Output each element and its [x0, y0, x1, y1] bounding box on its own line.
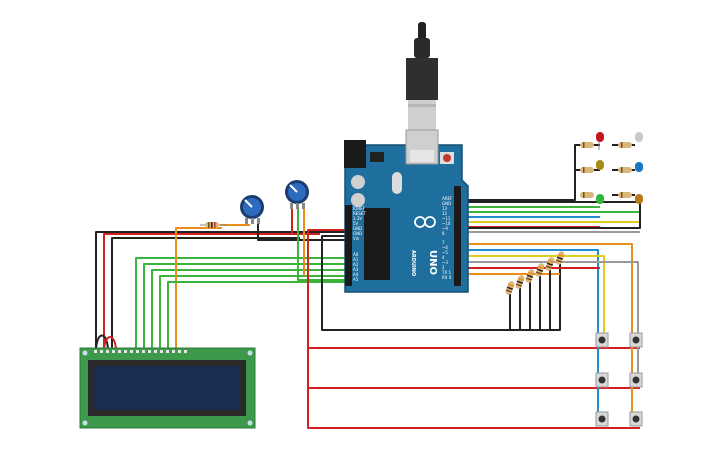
wire-pot1-black — [257, 222, 345, 241]
pin-label: ~5 — [442, 250, 448, 255]
pin-label: A1 — [353, 257, 359, 262]
pin-label: RESET — [353, 211, 366, 216]
pin-label: IOREF — [353, 206, 366, 211]
pin-label: AREF — [442, 196, 453, 201]
pin-label: ~11 — [442, 216, 451, 221]
wire-lcd-green-1 — [135, 257, 345, 352]
led-green — [596, 194, 604, 204]
wire-lcd-green-5 — [167, 281, 345, 352]
wire-lcd-black-2 — [111, 237, 300, 352]
pin-label: A4 — [353, 272, 359, 277]
wire-red-rail-1 — [307, 229, 640, 349]
arduino-uno-board[interactable]: ARDUINO UNO AREF GND 13 12 ~11 ~10 ~9 8 … — [344, 129, 469, 293]
wire-btn-orange-1 — [458, 243, 633, 420]
lcd-module[interactable] — [79, 347, 256, 429]
pin-label: TX 1 — [441, 270, 451, 275]
pin-label: A2 — [353, 262, 359, 267]
wire-lcd-green-3 — [151, 269, 345, 352]
wire-pot2-green — [297, 208, 345, 281]
arduino-logo-icon — [414, 216, 436, 228]
wire-d13 — [458, 201, 641, 206]
led-orange — [635, 194, 643, 204]
pin-label: 7 — [442, 240, 445, 245]
board-brand: ARDUINO — [410, 250, 416, 276]
pin-label: GND — [353, 226, 362, 231]
pin-label: ~6 — [442, 245, 448, 250]
wire-lcd-green-4 — [159, 275, 345, 352]
led-yellow — [596, 160, 604, 170]
led-bank — [580, 132, 643, 204]
pin-label: Vin — [353, 236, 360, 241]
pin-label: A0 — [353, 252, 359, 257]
pin-label: 2 — [442, 265, 445, 270]
wire-red-rail-3 — [307, 388, 640, 429]
board-name: UNO — [427, 250, 438, 275]
wire-led-black-top — [460, 144, 600, 201]
pin-label: 8 — [442, 231, 445, 236]
pin-label: 13 — [442, 206, 448, 211]
pin-label: ~3 — [442, 260, 448, 265]
wire-ground-loop — [321, 235, 561, 331]
led-blue — [635, 162, 643, 172]
pin-label: A5 — [353, 277, 359, 282]
push-button[interactable] — [629, 332, 643, 348]
lcd-header-pins — [94, 350, 187, 353]
resistor-ladder-4 — [535, 263, 545, 277]
wire-led-black-end — [458, 206, 641, 229]
potentiometer-2[interactable] — [285, 180, 309, 209]
resistor-ladder-2 — [515, 275, 525, 289]
wire-lcd-loop-1 — [95, 334, 109, 353]
resistor-ladder-6 — [555, 251, 565, 265]
pin-labels-right: AREF GND 13 12 ~11 ~10 ~9 8 7 ~6 ~5 4 ~3… — [441, 196, 453, 280]
pin-label: GND — [353, 231, 362, 236]
led-white — [635, 132, 643, 142]
pin-label: ~9 — [442, 226, 448, 231]
pin-label: 5V — [353, 221, 359, 226]
push-button[interactable] — [595, 332, 609, 348]
wire-lcd-red-1 — [103, 233, 320, 352]
wire-lcd-green-2 — [143, 263, 345, 352]
pin-label: A3 — [353, 267, 359, 272]
push-button[interactable] — [595, 411, 609, 427]
pin-label: 3.3V — [353, 216, 362, 221]
potentiometer-1[interactable] — [240, 195, 264, 224]
wire-btn-yellow — [458, 255, 605, 340]
resistors — [200, 222, 565, 295]
lcd-screen — [94, 366, 240, 410]
push-button[interactable] — [629, 372, 643, 388]
wire-btn-gray — [458, 261, 639, 380]
pin-label: 12 — [442, 211, 448, 216]
usb-cable — [406, 22, 438, 130]
resistor-ladder-1 — [505, 281, 515, 295]
pin-labels-left: IOREF RESET 3.3V 5V GND GND Vin A0 A1 A2… — [353, 206, 366, 282]
wire-btn-blue — [458, 249, 599, 420]
resistor-ladder-5 — [545, 257, 555, 271]
pin-label: 4 — [442, 255, 445, 260]
resistor-lcd — [200, 222, 226, 228]
pin-label: RX 0 — [442, 275, 452, 280]
led-red — [596, 132, 604, 150]
pin-label: GND — [442, 201, 451, 206]
push-button[interactable] — [629, 411, 643, 427]
wire-lcd-black-1 — [95, 231, 345, 352]
wire-lcd-orange-1 — [175, 227, 222, 352]
resistor-ladder-3 — [525, 269, 535, 283]
pin-label: ~10 — [442, 221, 451, 226]
wire-red-rail-2 — [307, 348, 640, 389]
push-button[interactable] — [595, 372, 609, 388]
push-buttons — [595, 332, 643, 427]
led-resistors-left — [580, 142, 632, 198]
